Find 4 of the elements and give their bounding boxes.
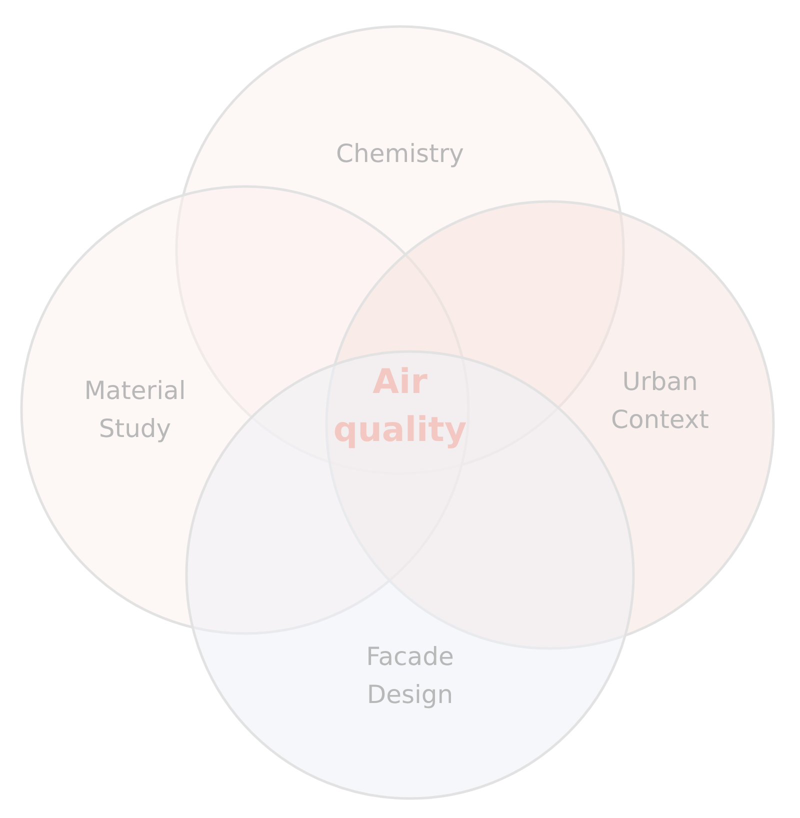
circle-label: Material Study	[83, 375, 187, 445]
circle-label: Urban Context	[610, 366, 710, 436]
circle-label: Facade Design	[365, 641, 455, 711]
circle-label: Chemistry	[335, 138, 465, 170]
